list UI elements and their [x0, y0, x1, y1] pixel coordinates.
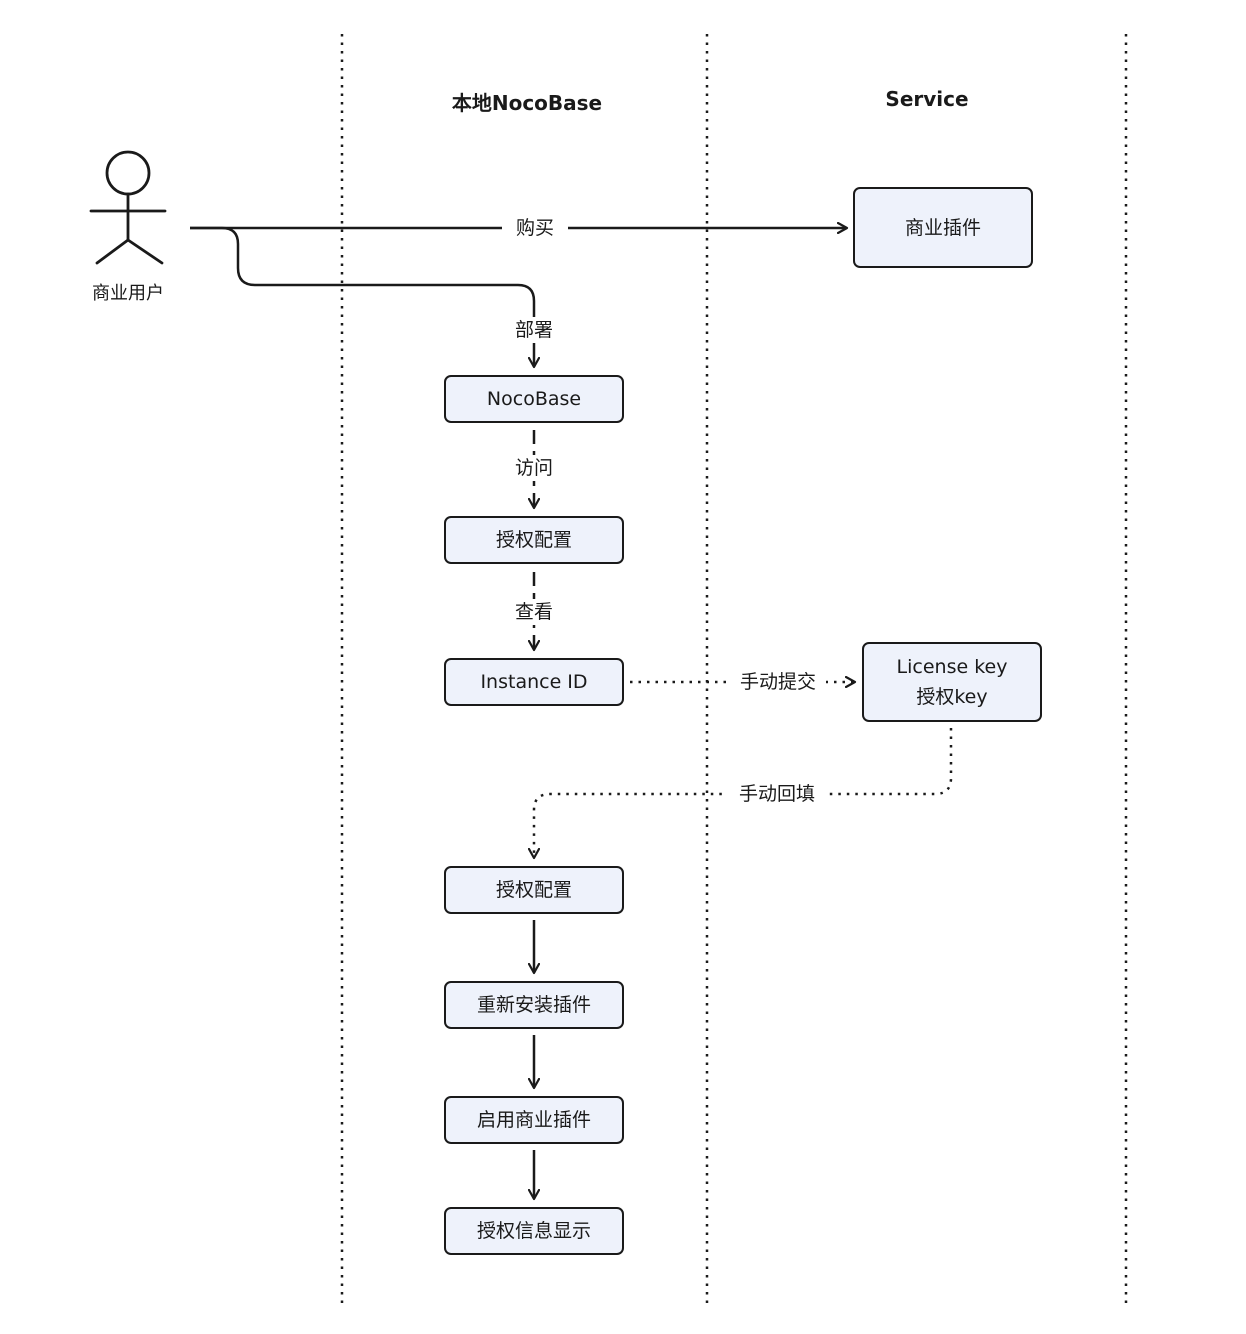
- reinstall-plugins-label: 重新安装插件: [476, 994, 591, 1016]
- license-info-label: 授权信息显示: [476, 1220, 591, 1242]
- lane-title-local: 本地NocoBase: [451, 91, 603, 115]
- instance-id-node: Instance ID: [444, 658, 624, 706]
- license-config-node-1: 授权配置: [444, 516, 624, 564]
- nocobase-node: NocoBase: [444, 375, 624, 423]
- deploy-edge: [190, 226, 534, 367]
- license-key-label-line2: 授权key: [916, 686, 988, 708]
- enable-plugins-node: 启用商业插件: [444, 1096, 624, 1144]
- license-key-label-line1: License key: [896, 656, 1008, 678]
- user-actor-icon: [89, 150, 167, 265]
- actor-label: 商业用户: [92, 283, 164, 304]
- enable-plugins-label: 启用商业插件: [476, 1109, 591, 1131]
- visit-edge-label: 访问: [506, 455, 562, 481]
- backfill-edge-label: 手动回填: [726, 781, 828, 807]
- license-config-label-1: 授权配置: [495, 529, 572, 551]
- instance-id-label: Instance ID: [480, 671, 588, 693]
- deploy-edge-label: 部署: [506, 317, 562, 343]
- commercial-plugin-label: 商业插件: [904, 216, 981, 239]
- lane-title-service: Service: [885, 87, 969, 111]
- commercial-plugin-node: 商业插件: [853, 187, 1033, 268]
- nocobase-label: NocoBase: [486, 388, 582, 410]
- reinstall-plugins-node: 重新安装插件: [444, 981, 624, 1029]
- submit-edge-label: 手动提交: [729, 669, 827, 695]
- view-edge-label: 查看: [506, 599, 562, 625]
- buy-edge-label: 购买: [501, 215, 569, 241]
- license-info-node: 授权信息显示: [444, 1207, 624, 1255]
- license-key-node: License key 授权key: [862, 642, 1042, 722]
- license-config-node-2: 授权配置: [444, 866, 624, 914]
- license-config-label-2: 授权配置: [495, 879, 572, 901]
